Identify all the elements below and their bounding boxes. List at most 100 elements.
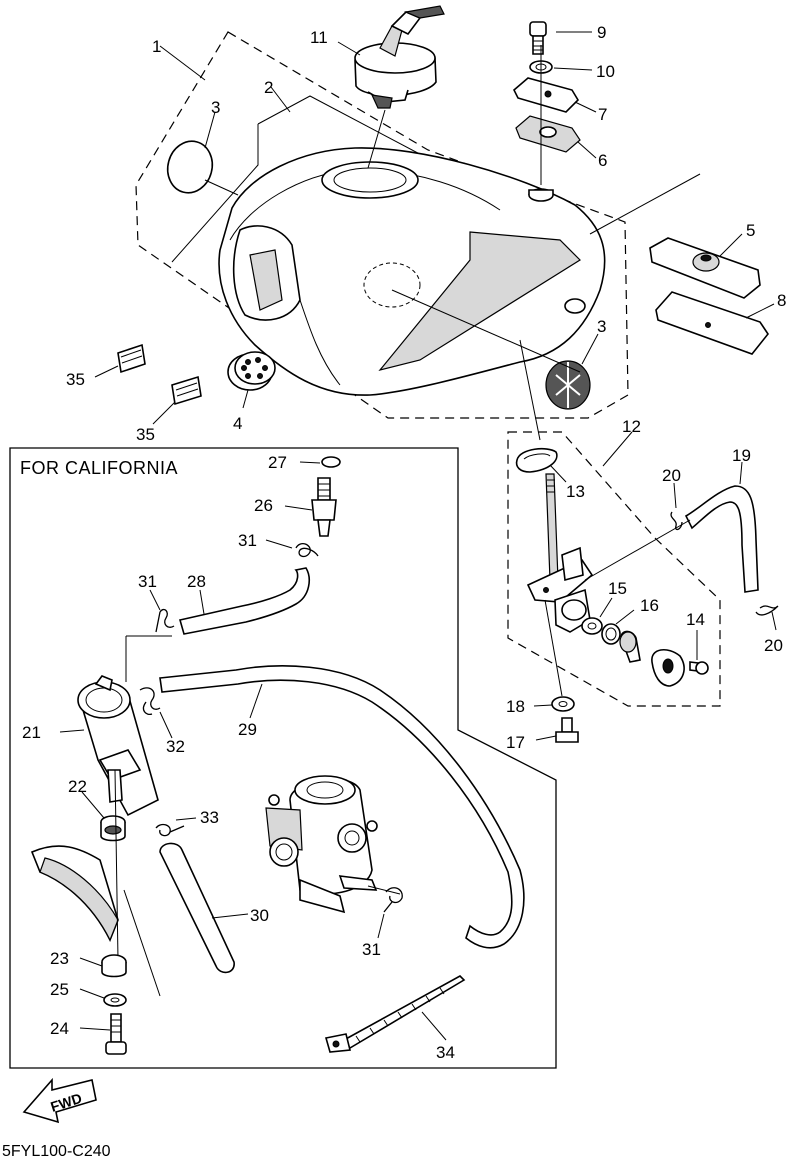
leader-18 bbox=[533, 704, 553, 707]
callout-23: 23 bbox=[50, 949, 69, 968]
damper-plate-part-8 bbox=[655, 291, 769, 355]
callout-29: 29 bbox=[238, 720, 257, 739]
hose-clip-lower bbox=[755, 605, 779, 616]
callout-25: 25 bbox=[50, 980, 69, 999]
callout-15: 15 bbox=[608, 579, 627, 598]
leader-29 bbox=[249, 683, 263, 719]
leader-21 bbox=[59, 729, 85, 733]
leader-bracket-diag bbox=[123, 889, 161, 997]
leader-23 bbox=[79, 957, 103, 967]
cover-plate-part-14 bbox=[651, 649, 709, 687]
leader-19 bbox=[739, 461, 743, 485]
leader-35a bbox=[94, 365, 119, 378]
callout-4: 4 bbox=[233, 414, 242, 433]
o-ring-part-16 bbox=[601, 623, 621, 645]
o-ring-part-27 bbox=[321, 456, 341, 468]
leader-cock-to-washer bbox=[544, 599, 563, 697]
bracket-hole bbox=[544, 90, 552, 98]
bolt-part-24 bbox=[105, 1013, 127, 1055]
leader-30 bbox=[211, 913, 249, 919]
california-section-box bbox=[9, 447, 557, 1069]
leader-28 bbox=[199, 589, 205, 615]
leader-3b bbox=[581, 333, 599, 365]
bolt-part-9 bbox=[529, 21, 547, 55]
leader-tank-to-cock bbox=[519, 339, 541, 441]
callout-24: 24 bbox=[50, 1019, 69, 1038]
tank-emblem-logo-icon bbox=[545, 360, 591, 410]
leader-5 bbox=[589, 173, 701, 235]
california-label: FOR CALIFORNIA bbox=[20, 458, 178, 478]
leader-3a bbox=[204, 111, 216, 149]
callout-2: 2 bbox=[264, 78, 273, 97]
o-ring-part-13 bbox=[515, 447, 558, 473]
hose-part-29 bbox=[159, 665, 525, 949]
leader-cap-to-tank bbox=[367, 109, 386, 169]
callout-20-lower: 20 bbox=[764, 636, 783, 655]
washer-part-18 bbox=[551, 696, 575, 712]
callout-31-carb: 31 bbox=[362, 940, 381, 959]
callout-18: 18 bbox=[506, 697, 525, 716]
grommet-part-22 bbox=[100, 815, 126, 842]
carburetor bbox=[265, 775, 378, 914]
leader-31c bbox=[377, 913, 385, 939]
callout-7: 7 bbox=[598, 105, 607, 124]
callout-27: 27 bbox=[268, 453, 287, 472]
leader-5-label bbox=[719, 233, 743, 257]
leader-26 bbox=[284, 505, 313, 511]
fuel-cock-assembly-outline bbox=[507, 431, 721, 707]
callout-20-upper: 20 bbox=[662, 466, 681, 485]
leader-22 bbox=[81, 791, 105, 819]
leader-pump-vertical bbox=[114, 769, 119, 961]
callout-11: 11 bbox=[310, 28, 328, 47]
hose-clip-31-carb bbox=[383, 887, 403, 913]
hose-clip-31-left bbox=[155, 608, 175, 633]
callout-17: 17 bbox=[506, 733, 525, 752]
hose-clip-upper bbox=[670, 511, 683, 531]
tank-emblem-left bbox=[166, 140, 214, 194]
callout-21: 21 bbox=[22, 723, 41, 742]
check-valve-part-26 bbox=[311, 477, 337, 537]
callout-5: 5 bbox=[746, 221, 755, 240]
leader-1 bbox=[159, 45, 206, 81]
fuel-cock-body bbox=[526, 473, 594, 633]
callout-33: 33 bbox=[200, 808, 219, 827]
callout-26: 26 bbox=[254, 496, 273, 515]
fuel-tank bbox=[218, 147, 606, 396]
hose-clip-31-valve bbox=[295, 542, 319, 558]
leader-4 bbox=[242, 389, 249, 409]
callout-30: 30 bbox=[250, 906, 269, 925]
leader-2 bbox=[270, 86, 291, 113]
washer-part-25 bbox=[103, 993, 127, 1007]
leader-13 bbox=[549, 464, 567, 483]
leader-31b bbox=[149, 589, 161, 611]
callout-1: 1 bbox=[152, 37, 161, 56]
gasket-part-15 bbox=[581, 617, 603, 635]
leader-20b bbox=[771, 611, 777, 631]
leader-7 bbox=[574, 101, 597, 113]
fuel-hose-part-19 bbox=[684, 485, 759, 593]
leader-33 bbox=[175, 817, 197, 821]
drain-bolt-part-17 bbox=[555, 717, 579, 743]
leader-10 bbox=[553, 67, 593, 71]
pump-connector-line bbox=[125, 635, 172, 682]
callout-31-valve: 31 bbox=[238, 531, 257, 550]
forward-arrow-icon: FWD bbox=[22, 1077, 97, 1124]
leader-emblem bbox=[391, 289, 581, 373]
callout-10: 10 bbox=[596, 62, 615, 81]
callout-35-upper: 35 bbox=[66, 370, 85, 389]
leader-3a-tank bbox=[204, 179, 239, 196]
label-plate-lower bbox=[171, 375, 202, 406]
collar-part-23 bbox=[101, 954, 127, 978]
cable-tie-part-34 bbox=[324, 975, 466, 1053]
leader-24 bbox=[79, 1027, 111, 1031]
rear-bracket-part-5 bbox=[649, 237, 761, 299]
fuel-pump-part-21 bbox=[77, 675, 159, 817]
collar-part bbox=[528, 188, 554, 202]
leader-32 bbox=[159, 711, 173, 739]
leader-12 bbox=[602, 431, 633, 467]
leader-16 bbox=[615, 609, 635, 625]
leader-17 bbox=[535, 735, 557, 741]
callout-3-logo: 3 bbox=[597, 317, 606, 336]
leader-11 bbox=[337, 41, 361, 56]
